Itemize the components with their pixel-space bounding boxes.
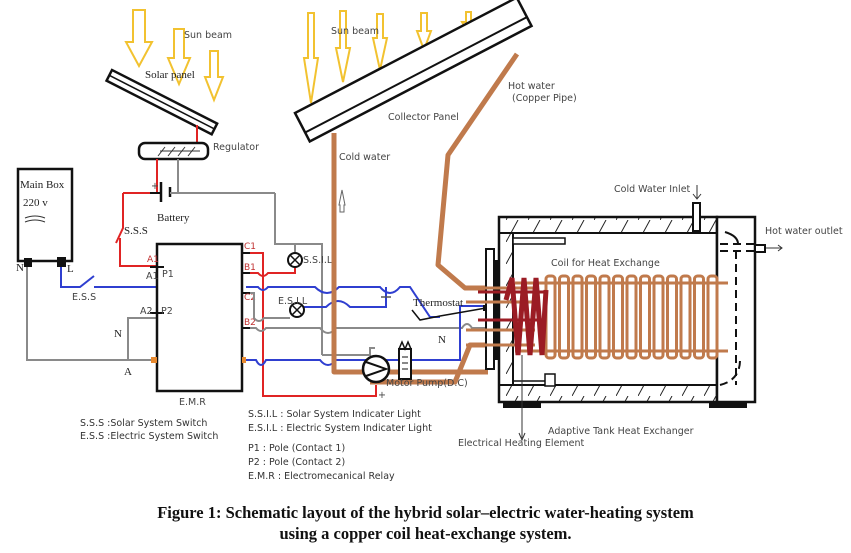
flow-arrow-up-icon <box>338 189 346 213</box>
sun-beams-left <box>124 9 225 103</box>
battery-plus-label: + <box>151 181 159 192</box>
coil-loop <box>612 274 624 360</box>
pump-plus-label: + <box>378 390 386 401</box>
b1-label: B1 <box>244 263 256 273</box>
cold-water-inlet-arrow-icon <box>692 185 702 200</box>
coil-loop <box>571 274 584 360</box>
heating-element-label: Electrical Heating Element <box>458 438 585 449</box>
legend-item: S.S.S :Solar System Switch <box>80 418 207 429</box>
solar-system-switch[interactable] <box>115 193 164 267</box>
legend-item: S.S.I.L : Solar System Indicater Light <box>248 409 421 420</box>
battery-icon <box>123 182 275 202</box>
sun-arrow-icon <box>203 50 225 103</box>
sun-beam-right-label: Sun beam <box>331 26 379 37</box>
n-label: N <box>114 328 122 340</box>
legend-item: P2 : Pole (Contact 2) <box>248 457 345 468</box>
main-box <box>16 167 74 267</box>
sun-arrow-icon <box>415 12 433 53</box>
coil-loop <box>652 274 665 360</box>
sss-label: S.S.S <box>124 225 148 237</box>
motor-pump-icon <box>361 354 391 384</box>
legend-item: E.S.I.L : Electric System Indicater Ligh… <box>248 423 432 434</box>
regulator <box>137 141 210 161</box>
coil-loop <box>666 274 678 360</box>
solar-panel <box>104 68 219 136</box>
electric-system-switch[interactable] <box>60 267 160 288</box>
coil-loop <box>625 274 638 360</box>
sun-arrow-icon <box>302 12 320 104</box>
electric-indicator-lamp-icon <box>289 302 305 318</box>
battery-label: Battery <box>157 212 190 224</box>
emr-label: E.M.R <box>179 397 206 408</box>
collector-panel <box>293 0 534 144</box>
legend-left: S.S.S :Solar System Switch E.S.S :Electr… <box>80 418 218 442</box>
terminal-l-label: L <box>67 263 74 275</box>
hot-water-label-2: (Copper Pipe) <box>512 93 577 104</box>
a1-label: A1 <box>146 271 159 282</box>
collector-panel-label: Collector Panel <box>388 112 459 123</box>
coil-loop <box>706 274 719 360</box>
coil-loop <box>639 274 651 360</box>
hot-water-label-1: Hot water <box>508 81 555 92</box>
sun-arrow-icon <box>166 28 192 87</box>
terminal-n-label: N <box>16 262 24 274</box>
coil-loop <box>598 274 611 360</box>
c2-label: C2 <box>244 293 256 303</box>
sun-arrow-icon <box>334 10 352 83</box>
ssil-label: S.S.I.L <box>303 255 333 266</box>
ess-label: E.S.S <box>72 292 96 303</box>
solar-indicator-lamp-icon <box>287 252 303 268</box>
coil-loop <box>585 274 597 360</box>
electrical-heating-element <box>478 277 549 356</box>
cold-water-label: Cold water <box>339 152 390 163</box>
solar-panel-label: Solar panel <box>145 69 195 81</box>
c1-label: C1 <box>244 242 256 252</box>
motor-pump-label: Motor Pump(D.C) <box>386 378 468 389</box>
coil-loop <box>679 274 692 360</box>
a1-top-label: A1 <box>147 255 159 265</box>
p1-label: P1 <box>162 269 174 280</box>
legend-right: S.S.I.L : Solar System Indicater Light E… <box>248 409 432 482</box>
coil-loop <box>558 274 570 360</box>
a-label: A <box>124 366 132 378</box>
legend-item: P1 : Pole (Contact 1) <box>248 443 345 454</box>
p2-label: P2 <box>161 306 173 317</box>
figure-caption: Figure 1: Schematic layout of the hybrid… <box>0 502 851 544</box>
caption-line-1: Figure 1: Schematic layout of the hybrid… <box>157 503 694 522</box>
legend-item: E.M.R : Electromecanical Relay <box>248 471 395 482</box>
esil-label: E.S.I.L <box>278 296 308 307</box>
a2-label: A2 <box>140 306 153 317</box>
n-right-label: N <box>438 334 446 346</box>
adaptive-tank-label: Adaptive Tank Heat Exchanger <box>548 426 694 437</box>
sun-arrow-icon <box>371 13 389 71</box>
coil-label: Coil for Heat Exchange <box>551 258 660 269</box>
hot-water-outlet-label: Hot water outlet <box>765 226 843 237</box>
legend-item: E.S.S :Electric System Switch <box>80 431 218 442</box>
b2-label: B2 <box>244 318 256 328</box>
main-box-title: Main Box <box>20 179 65 191</box>
regulator-label: Regulator <box>213 142 259 153</box>
hot-water-outlet-arrow-icon <box>766 244 783 252</box>
electromechanical-relay <box>150 242 250 393</box>
sun-arrow-icon <box>124 9 154 69</box>
flow-meter-icon <box>398 340 412 380</box>
coil-loop <box>693 274 705 360</box>
main-box-voltage: 220 v <box>23 197 48 209</box>
sun-beam-left-label: Sun beam <box>184 30 232 41</box>
thermostat-label: Thermostat <box>413 297 463 309</box>
cold-water-inlet-label: Cold Water Inlet <box>614 184 691 195</box>
caption-line-2: using a copper coil heat-exchange system… <box>279 524 572 543</box>
